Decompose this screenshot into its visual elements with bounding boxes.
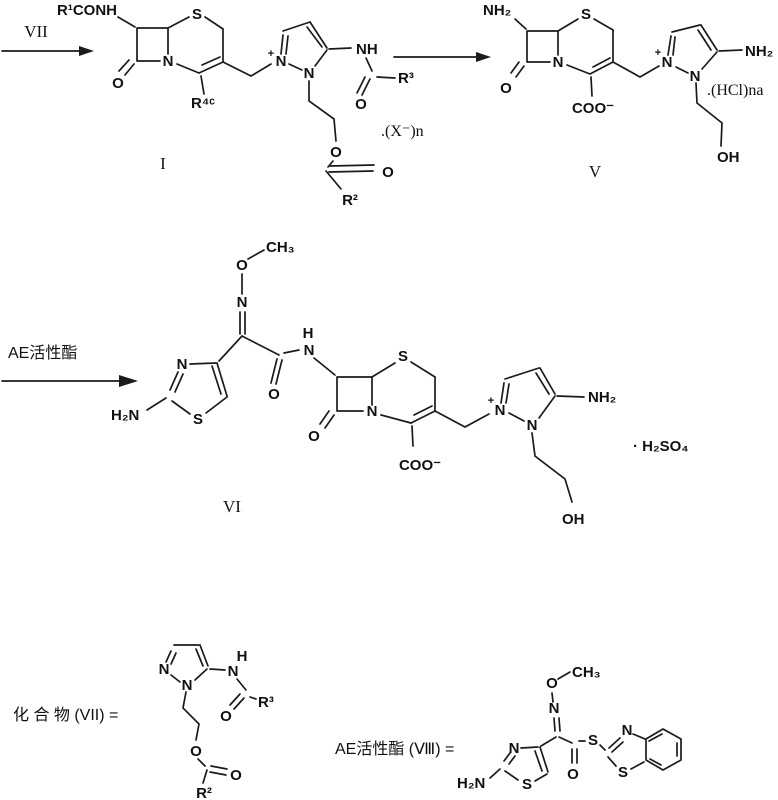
structure-V-bonds [510, 18, 743, 147]
group-label-coo: COO⁻ [399, 457, 441, 474]
counterion-label-xn: .(X⁻)n [381, 123, 424, 140]
ae-ester-VIII-definition: AE活性酯 (Ⅷ) = N S H₂N N O [335, 664, 682, 793]
atom-label-s: S [522, 776, 532, 793]
atom-label-n: N [304, 342, 315, 359]
group-label-h2n: H₂N [457, 775, 485, 792]
atom-label-o: O [268, 386, 280, 403]
structure-VI: CH₃ O N N S H₂N O H N S N O COO⁻ + N N N… [111, 239, 688, 528]
reagent-label-ae: AE活性酯 [8, 344, 77, 362]
arrowhead [119, 375, 138, 387]
charge-plus: + [488, 395, 494, 407]
ae-ester-VIII-bonds [489, 671, 682, 782]
group-label-coo: COO⁻ [572, 100, 614, 117]
compound-VII-bonds [165, 644, 257, 784]
group-label-r1conh: R¹CONH [57, 2, 117, 19]
atom-label-n: N [509, 740, 520, 757]
atom-label-n: N [237, 294, 248, 311]
group-label-oh: OH [717, 149, 740, 166]
atom-label-n: N [304, 65, 315, 82]
atom-label-s: S [618, 764, 628, 781]
atom-label-n: N [159, 661, 170, 678]
group-label-nh: NH [356, 41, 378, 58]
structure-I: R¹CONH S N O R⁴ᶜ + N N NH O R³ O O R² .(… [57, 2, 424, 209]
atom-label-h: H [303, 325, 314, 342]
atom-label-o: O [546, 675, 558, 692]
group-label-r2: R² [196, 785, 212, 800]
structure-VI-bonds [146, 249, 585, 503]
group-label-r4c: R⁴ᶜ [191, 95, 215, 112]
atom-label-n: N [662, 54, 673, 71]
atom-label-n: N [228, 663, 239, 680]
atom-label-o: O [220, 708, 232, 725]
atom-label-n: N [527, 417, 538, 434]
atom-label-o: O [382, 164, 394, 181]
compound-label-vi: VI [223, 497, 241, 516]
arrowhead [79, 46, 94, 56]
structure-I-bonds [117, 16, 396, 190]
atom-label-o: O [190, 743, 202, 760]
atom-label-s: S [192, 6, 202, 23]
atom-label-n: N [182, 677, 193, 694]
group-label-nh2: NH₂ [588, 389, 616, 406]
group-label-ch3: CH₃ [266, 239, 295, 256]
atom-label-o: O [236, 257, 248, 274]
atom-label-s: S [193, 411, 203, 428]
atom-label-o: O [230, 767, 242, 784]
group-label-r2: R² [342, 192, 358, 209]
atom-label-n: N [622, 722, 633, 739]
arrow-ae-ester: AE活性酯 [1, 344, 138, 387]
arrowhead [476, 52, 491, 62]
caption-ae-ester-viii: AE活性酯 (Ⅷ) = [335, 740, 454, 758]
atom-label-o: O [500, 80, 512, 97]
group-label-nh2: NH₂ [745, 43, 773, 60]
atom-label-o: O [567, 766, 579, 783]
group-label-r3: R³ [258, 694, 274, 711]
group-label-oh: OH [562, 511, 585, 528]
counterion-label-hcl: .(HCl)na [707, 82, 763, 99]
atom-label-s: S [581, 6, 591, 23]
caption-compound-vii: 化 合 物 (VII) = [13, 706, 118, 724]
atom-label-o: O [308, 428, 320, 445]
compound-label-v: V [589, 162, 602, 181]
atom-label-o: O [330, 144, 342, 161]
arrow-i-to-v [393, 52, 491, 62]
atom-label-s: S [588, 732, 598, 749]
atom-label-n: N [553, 54, 564, 71]
atom-label-n: N [690, 68, 701, 85]
arrow-vii: VII [1, 22, 94, 56]
atom-label-o: O [112, 75, 124, 92]
group-label-nh2: NH₂ [483, 2, 511, 19]
atom-label-o: O [355, 96, 367, 113]
charge-plus: + [268, 48, 274, 60]
compound-label-i: I [160, 154, 166, 173]
structure-V: NH₂ S N O COO⁻ + N N NH₂ .(HCl)na OH V [483, 2, 773, 181]
atom-label-n: N [495, 402, 506, 419]
atom-label-n: N [367, 403, 378, 420]
salt-label-h2so4: · H₂SO₄ [633, 438, 688, 455]
group-label-h2n: H₂N [111, 407, 139, 424]
group-label-ch3: CH₃ [572, 664, 601, 681]
charge-plus: + [655, 47, 661, 59]
group-label-r3: R³ [398, 70, 414, 87]
atom-label-n: N [177, 356, 188, 373]
atom-label-n: N [163, 53, 174, 70]
reagent-label-vii: VII [24, 22, 48, 41]
atom-label-s: S [398, 348, 408, 365]
atom-label-n: N [276, 53, 287, 70]
atom-label-h: H [237, 648, 248, 665]
compound-VII-definition: 化 合 物 (VII) = N N H N O R³ O O R² [13, 644, 274, 800]
atom-label-n: N [549, 700, 560, 717]
